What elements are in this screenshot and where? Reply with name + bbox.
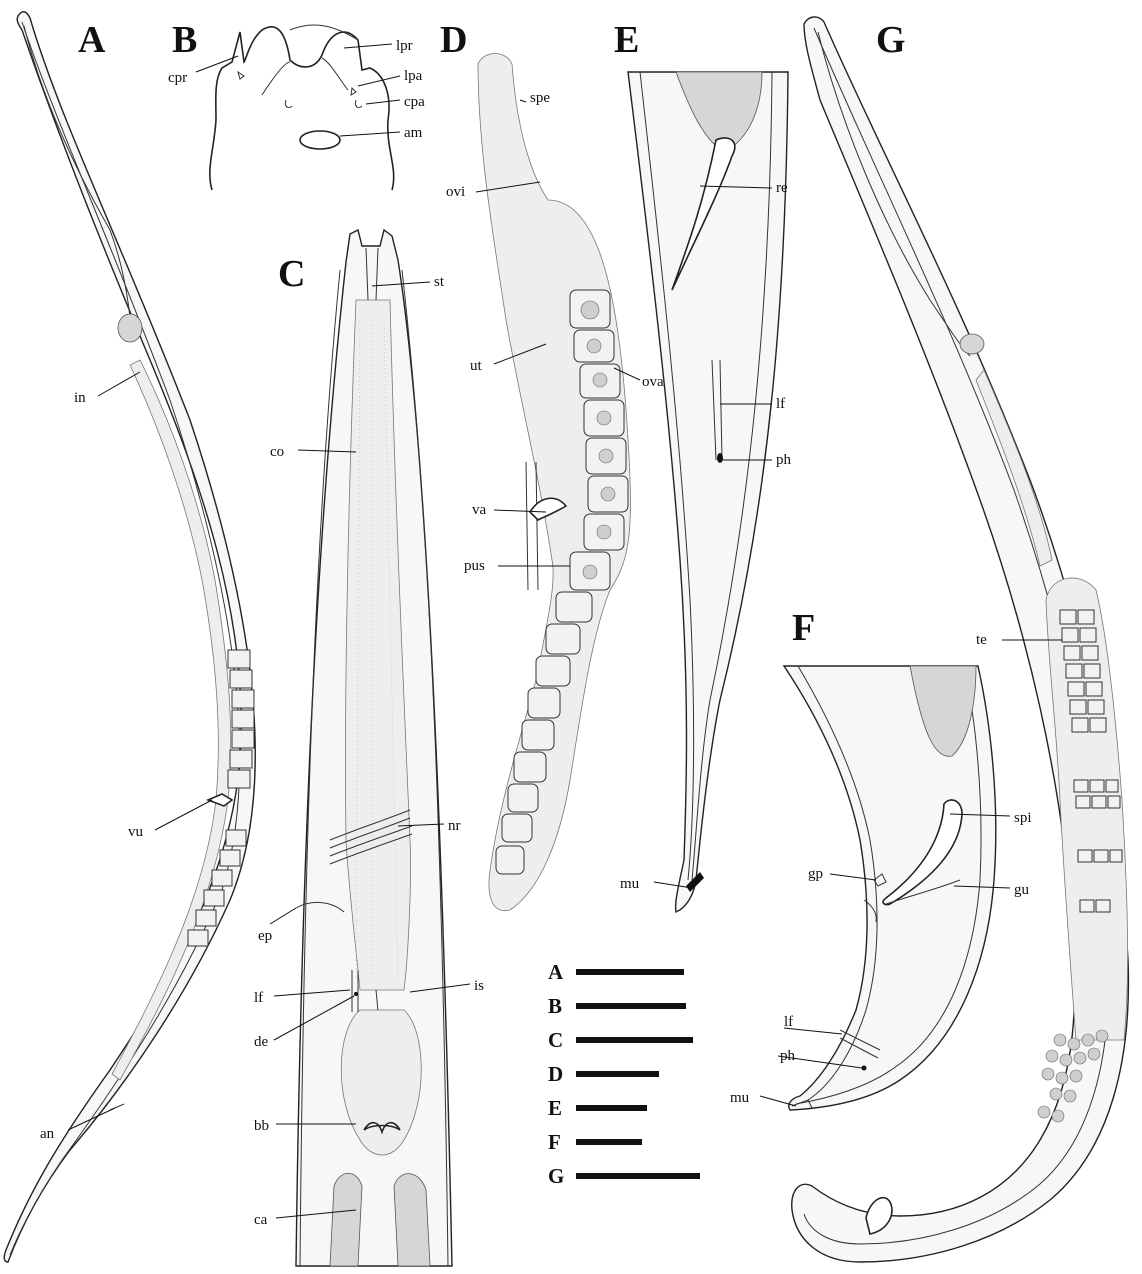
label-d-ova: ova [642,374,664,390]
label-f-lf: lf [784,1014,793,1030]
leader-d-spe [520,100,526,102]
panel-b-head-outline [210,27,394,190]
panel-c-cardia-right [394,1174,430,1266]
panel-a-letter: A [78,19,106,61]
label-b-lpr: lpr [396,38,413,54]
label-c-co: co [270,444,284,460]
label-c-lf: lf [254,990,263,1006]
label-e-lf: lf [776,396,785,412]
scale-bar-g [576,1173,700,1179]
label-c-is: is [474,978,484,994]
label-f-ph: ph [780,1048,796,1064]
panel-c-cardia-left [330,1173,362,1266]
panel-b-amphid [300,131,340,149]
label-f-spi: spi [1014,810,1032,826]
panel-b: B cpr lpr lpa cpa am [168,19,425,190]
leader-c-ep [270,908,296,924]
panel-c-deirid [354,992,358,996]
label-c-st: st [434,274,445,290]
panel-f-phasmid [862,1066,867,1071]
panel-a: A in vu an [4,12,255,1262]
scale-bar-d [576,1071,659,1077]
panel-a-intestine [112,360,231,1080]
label-d-ut: ut [470,358,483,374]
scale-bar-label-g: G [548,1164,564,1188]
label-f-gp: gp [808,866,823,882]
scale-bar-label-f: F [548,1130,561,1154]
panel-e-letter: E [614,19,639,61]
label-a-an: an [40,1126,55,1142]
label-b-am: am [404,125,423,141]
scale-bar-b [576,1003,686,1009]
panel-f: F spi gp gu lf ph mu [730,607,1032,1120]
leader-a-vu [155,800,212,830]
label-c-de: de [254,1034,269,1050]
panel-d-vulva-wall [526,462,538,590]
label-b-cpr: cpr [168,70,187,86]
label-d-ovi: ovi [446,184,465,200]
panel-e: E re lf ph mu [614,19,792,912]
panel-c-letter: C [278,253,305,295]
label-c-nr: nr [448,818,461,834]
label-e-re: re [776,180,788,196]
panel-f-letter: F [792,607,815,649]
label-g-te: te [976,632,987,648]
panel-e-phasmid [717,453,723,463]
label-f-gu: gu [1014,882,1030,898]
scale-bar-label-b: B [548,994,562,1018]
leader-a-in [98,372,140,396]
scale-bar-c [576,1037,693,1043]
scale-bar-e [576,1105,647,1111]
panel-d-letter: D [440,19,467,61]
scale-bar-label-c: C [548,1028,563,1052]
scale-bar-a [576,969,684,975]
label-b-cpa: cpa [404,94,425,110]
scale-bar-label-a: A [548,960,564,984]
panel-g-basal-bulb [960,334,984,354]
label-a-vu: vu [128,824,144,840]
label-c-bb: bb [254,1118,269,1134]
label-b-lpa: lpa [404,68,423,84]
label-c-ep: ep [258,928,272,944]
panel-d: D spe ovi ut ova va pus [440,19,664,911]
scale-bar-label-e: E [548,1096,562,1120]
panel-a-basal-bulb [118,314,142,342]
label-d-pus: pus [464,558,485,574]
label-d-spe: spe [530,90,550,106]
label-e-ph: ph [776,452,792,468]
label-e-mu: mu [620,876,640,892]
label-a-in: in [74,390,86,406]
panel-g-letter: G [876,19,906,61]
label-c-ca: ca [254,1212,268,1228]
panel-b-letter: B [172,19,197,61]
scale-bar-label-d: D [548,1062,563,1086]
label-d-va: va [472,502,487,518]
label-f-mu: mu [730,1090,750,1106]
scale-bar-f [576,1139,642,1145]
panel-c: C st co nr ep lf de is bb ca [254,230,484,1266]
